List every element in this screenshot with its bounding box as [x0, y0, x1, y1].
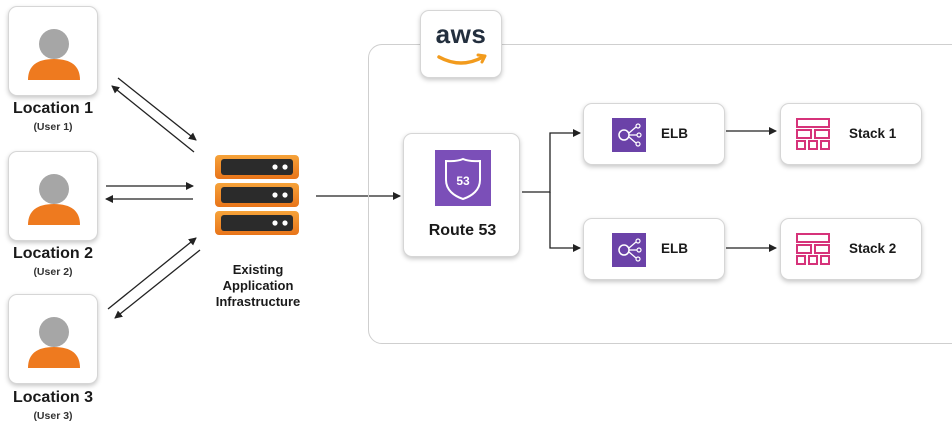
user-icon	[28, 29, 80, 80]
elb-icon	[612, 233, 646, 267]
stack-card-2: Stack 2	[780, 218, 922, 280]
user-icon	[28, 174, 80, 225]
location-1-name: Location 1	[12, 100, 93, 117]
infrastructure-label-line-1: Existing	[232, 262, 284, 277]
elb-card-2: ELB	[583, 218, 725, 280]
location-2-name: Location 2	[12, 245, 93, 262]
route53-card: 53 Route 53	[403, 133, 520, 257]
aws-cloud-boundary	[368, 44, 952, 344]
elb-icon	[612, 118, 646, 152]
route53-label: Route 53	[428, 222, 497, 239]
user-icon	[28, 317, 80, 368]
user-card-3	[8, 294, 98, 384]
stack-icon	[796, 233, 830, 265]
arrow-user1-to-infra	[117, 77, 197, 141]
elb-2-label: ELB	[661, 241, 688, 256]
location-1-user: (User 1)	[33, 121, 73, 133]
aws-logo-text: aws	[435, 19, 487, 49]
infrastructure-label-line-2: Application	[222, 278, 294, 293]
user-card-1	[8, 6, 98, 96]
stack-card-1: Stack 1	[780, 103, 922, 165]
arrow-infra-to-user1	[111, 85, 195, 153]
route53-badge-text: 53	[456, 174, 470, 188]
infrastructure-label-line-3: Infrastructure	[215, 294, 301, 309]
location-2-user: (User 2)	[33, 266, 73, 278]
stack-1-label: Stack 1	[849, 126, 897, 141]
user-card-2	[8, 151, 98, 241]
stack-2-label: Stack 2	[849, 241, 897, 256]
server-stack-icon	[215, 155, 299, 235]
arrow-user3-to-infra	[107, 237, 197, 310]
aws-logo-badge: aws	[420, 10, 502, 78]
location-3-name: Location 3	[12, 389, 93, 406]
aws-smile-icon	[437, 53, 487, 65]
infrastructure-label: Existing Application Infrastructure	[188, 262, 328, 310]
route53-icon: 53	[435, 150, 491, 206]
location-3-user: (User 3)	[33, 410, 73, 422]
elb-1-label: ELB	[661, 126, 688, 141]
stack-icon	[796, 118, 830, 150]
elb-card-1: ELB	[583, 103, 725, 165]
